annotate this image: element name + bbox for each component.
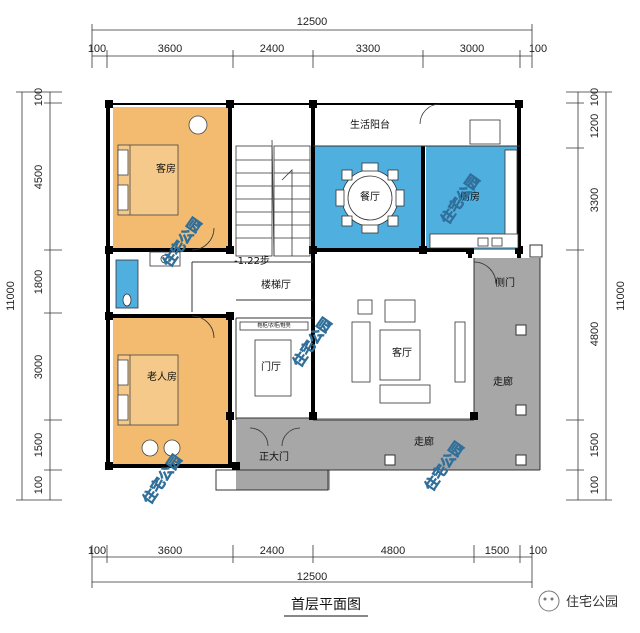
dim-top-seg-2: 3600 [158,43,182,55]
dim-left-seg-3: 1800 [33,270,45,294]
label-living: 客厅 [392,346,412,359]
bathroom-fixtures [115,251,181,309]
plan-title: 首层平面图 [291,597,361,613]
guest-bed [117,115,208,216]
living-furniture [351,299,466,404]
stairs [235,139,311,257]
wechat-icon [538,590,560,612]
dim-bottom-seg-5: 1500 [485,545,509,557]
label-shoe-cabinet: 鞋柜/衣柜/鞋凳 [257,322,290,329]
dimension-bottom [91,545,533,588]
dim-left-seg-5: 1500 [33,433,45,457]
dim-top-seg-3: 2400 [260,43,284,55]
label-elder-room: 老人房 [147,370,177,383]
dim-top-seg-1: 100 [88,43,106,55]
label-stair-level: -1.22步 [234,255,270,267]
kitchen-fill [426,146,518,250]
label-guest-room: 客房 [156,162,176,175]
columns [105,100,523,470]
label-balcony: 生活阳台 [350,118,390,131]
label-main-door: 正大门 [259,450,289,463]
door-swings [191,103,497,447]
dim-left-seg-1: 100 [33,88,45,106]
corridor-fill [236,258,540,490]
dim-left-seg-2: 4500 [33,165,45,189]
dimension-right [566,91,612,501]
dim-bottom-seg-3: 2400 [260,545,284,557]
dim-right-seg-6: 100 [589,476,601,494]
dimension-left [16,91,62,501]
brand-name: 住宅公园 [566,595,618,610]
label-side-door: 侧门 [495,276,515,289]
label-porch-front: 走廊 [414,435,434,448]
dim-bottom-seg-2: 3600 [158,545,182,557]
dim-right-seg-4: 4800 [589,322,601,346]
label-kitchen: 厨房 [460,190,480,203]
label-dining: 餐厅 [360,190,380,203]
dim-top-seg-6: 100 [529,43,547,55]
dim-left-total: 11000 [5,281,17,311]
dim-bottom-seg-4: 4800 [381,545,405,557]
dim-right-total: 11000 [615,281,627,311]
dim-bottom-seg-6: 100 [529,545,547,557]
dim-right-seg-5: 1500 [589,433,601,457]
dim-right-seg-1: 100 [589,88,601,106]
kitchen-counter [429,119,519,249]
label-porch-right: 走廊 [493,375,513,388]
brand-logo [538,590,560,612]
foyer-cabinet [239,321,309,397]
dim-bottom-seg-1: 100 [88,545,106,557]
dim-left-seg-4: 3000 [33,355,45,379]
dim-right-seg-2: 1200 [589,114,601,138]
dining-table [335,162,405,234]
dim-left-seg-6: 100 [33,476,45,494]
dim-top-total: 12500 [297,16,328,28]
elder-bed [117,354,181,457]
thin-lines [191,145,543,491]
dim-top-seg-5: 3000 [460,43,484,55]
dim-bottom-total: 12500 [297,571,328,583]
dimension-top [91,24,533,68]
label-stair-hall: 楼梯厅 [261,278,291,291]
dim-right-seg-3: 3300 [589,188,601,212]
dim-top-seg-4: 3300 [356,43,380,55]
label-foyer: 门厅 [261,360,281,373]
